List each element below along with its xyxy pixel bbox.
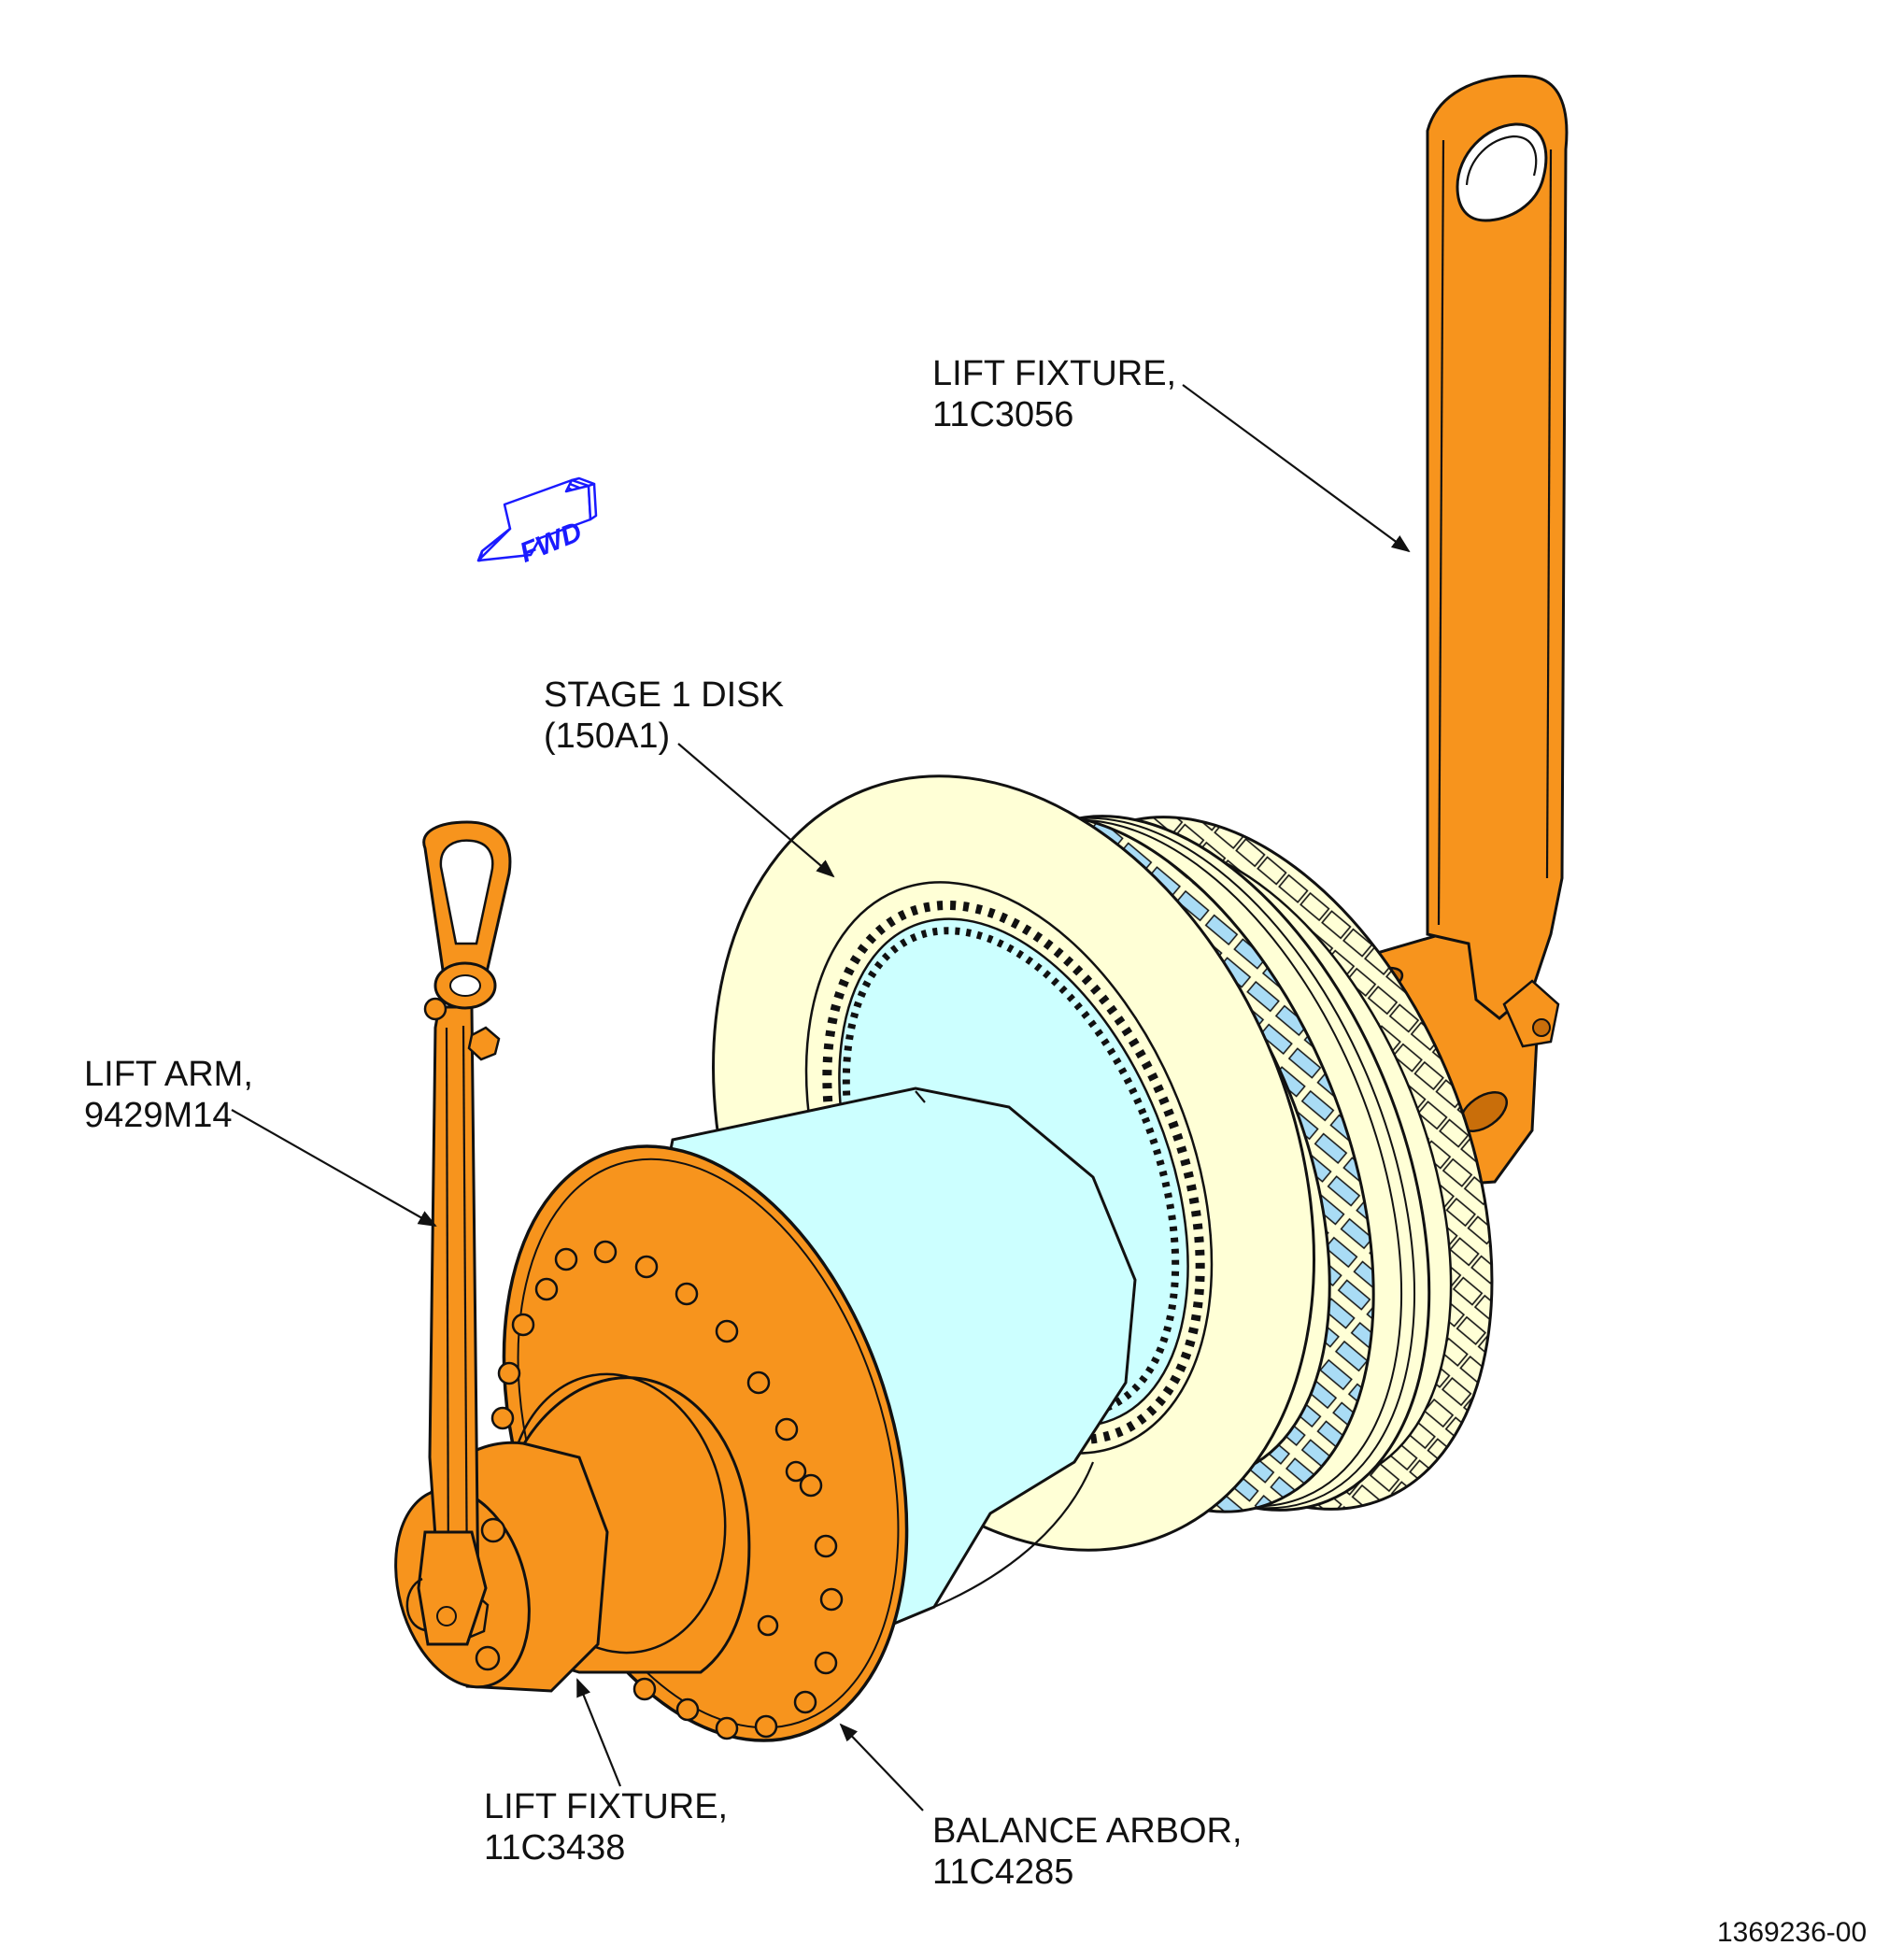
- lift-eye: [1456, 122, 1548, 222]
- callout-balance-arbor: BALANCE ARBOR, 11C4285: [932, 1811, 1243, 1893]
- lift-arm-bar: [428, 1005, 480, 1618]
- lower-clevis: [417, 1530, 488, 1646]
- fwd-direction-arrow: FWD: [476, 476, 598, 569]
- lift-fixture-front: [394, 1144, 909, 1742]
- lift-arm: [405, 820, 512, 1646]
- leader-lift-fixture-top: [1182, 384, 1411, 553]
- callout-lift-fixture-front-line2: 11C3438: [484, 1828, 626, 1868]
- callout-stage1-disk-line1: STAGE 1 DISK: [544, 675, 784, 715]
- leader-stage1-disk: [677, 743, 835, 878]
- callout-lift-fixture-top: LIFT FIXTURE, 11C3056: [932, 353, 1176, 435]
- callout-lift-fixture-top-line1: LIFT FIXTURE,: [932, 354, 1177, 393]
- leader-lift-arm: [231, 1109, 437, 1227]
- callout-lift-fixture-front-line1: LIFT FIXTURE,: [484, 1787, 729, 1826]
- figure-number: 1369236-00: [1717, 1917, 1868, 1948]
- callout-stage1-disk-line2: (150A1): [544, 717, 671, 756]
- callout-lift-arm-line1: LIFT ARM,: [84, 1055, 253, 1094]
- callout-stage1-disk: STAGE 1 DISK (150A1): [544, 675, 784, 757]
- callout-balance-arbor-line2: 11C4285: [932, 1853, 1074, 1892]
- callout-lift-fixture-front: LIFT FIXTURE, 11C3438: [484, 1786, 728, 1868]
- callout-lift-arm-line2: 9429M14: [84, 1096, 233, 1135]
- leader-balance-arbor: [839, 1723, 924, 1811]
- lift-bar: [1426, 74, 1569, 1020]
- arrow-icon: [476, 476, 598, 562]
- leader-lift-fixture-front: [575, 1678, 622, 1787]
- callout-lift-fixture-top-line2: 11C3056: [932, 395, 1074, 434]
- leader-lines: [231, 384, 1411, 1811]
- callout-lift-arm: LIFT ARM, 9429M14: [84, 1054, 253, 1136]
- callout-balance-arbor-line1: BALANCE ARBOR,: [932, 1811, 1243, 1851]
